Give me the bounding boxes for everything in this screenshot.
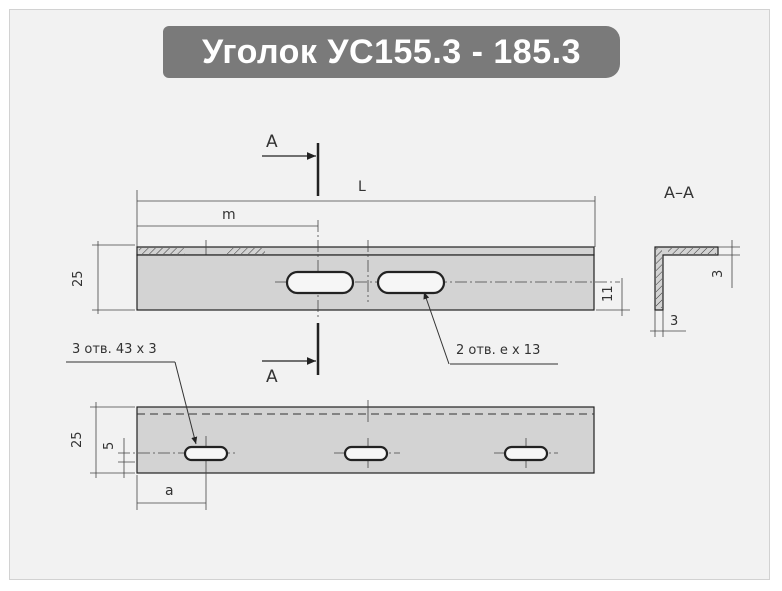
page-title: Уголок УС155.3 - 185.3	[163, 26, 620, 78]
dimension-slot-height-label: 11	[601, 285, 616, 302]
hole-1	[183, 445, 229, 462]
section-dim-h-label: 3	[670, 314, 678, 329]
hole-2	[343, 445, 389, 462]
slot-callout-label: 2 отв. e x 13	[456, 343, 540, 358]
hole-3	[503, 445, 549, 462]
dimension-m-label: m	[222, 207, 236, 223]
section-dim-v-label: 3	[711, 270, 726, 278]
dimension-hole-offset-label: 5	[102, 442, 117, 450]
bottom-view: 25 5 a 3 отв. 43 x 3	[66, 342, 595, 510]
top-view: L m 25 11 2 отв. e x 13	[71, 179, 630, 365]
slot-1	[285, 270, 355, 295]
section-view: A–A 3 3	[650, 183, 740, 337]
section-arrow-label-bottom: A	[266, 367, 278, 387]
section-title-label: A–A	[664, 183, 694, 202]
section-mark-bottom: A	[262, 323, 320, 387]
dimension-height-top-label: 25	[71, 270, 86, 287]
section-arrow-label-top: A	[266, 132, 278, 152]
section-mark-top: A	[262, 132, 320, 196]
dimension-height-bottom-label: 25	[70, 431, 85, 448]
slot-2	[376, 270, 446, 295]
dimension-length-label: L	[358, 179, 366, 195]
hole-callout-label: 3 отв. 43 x 3	[72, 342, 157, 357]
dimension-a-label: a	[165, 483, 174, 499]
